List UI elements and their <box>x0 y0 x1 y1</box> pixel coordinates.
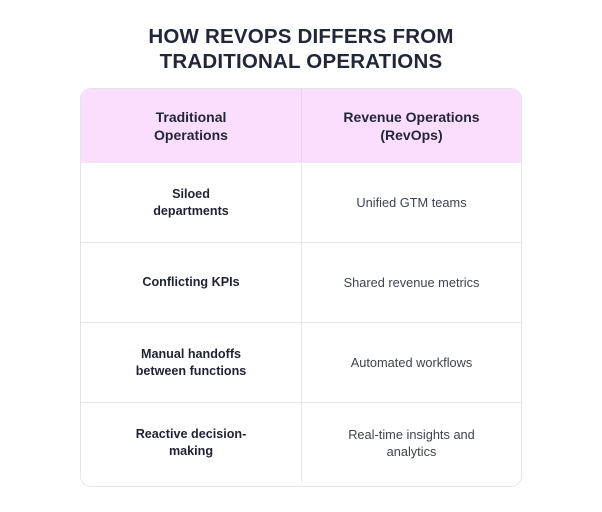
table-cell-revops: Unified GTM teams <box>302 163 521 242</box>
table-header-traditional-line-1: Traditional <box>155 108 227 125</box>
table-cell-traditional-text: Manual handoffs between functions <box>136 346 247 380</box>
table-cell-traditional-line-2: making <box>168 444 214 458</box>
table-header-revops-line-1: Revenue Operations <box>343 108 480 125</box>
table-cell-revops-text: Shared revenue metrics <box>344 274 480 291</box>
table-cell-traditional: Reactive decision- making <box>81 403 302 483</box>
table-cell-traditional-line-2: between functions <box>135 363 247 378</box>
table-cell-revops-line-2: analytics <box>386 444 437 459</box>
table-cell-revops: Shared revenue metrics <box>302 243 521 322</box>
table-cell-traditional-text: Siloed departments <box>153 186 229 220</box>
table-row: Reactive decision- making Real-time insi… <box>81 402 521 483</box>
table-cell-traditional-line-1: Conflicting KPIs <box>142 275 240 289</box>
table-row: Siloed departments Unified GTM teams <box>81 162 521 242</box>
table-header-label-traditional: Traditional Operations <box>154 108 228 144</box>
page-title: HOW REVOPS DIFFERS FROM TRADITIONAL OPER… <box>0 24 602 74</box>
table-cell-traditional-line-2: departments <box>153 203 229 218</box>
table-cell-revops-line-1: Shared revenue metrics <box>343 275 480 290</box>
table-cell-traditional-line-1: Siloed <box>172 186 210 201</box>
table-header-cell-revops: Revenue Operations (RevOps) <box>302 89 521 162</box>
table-header-row: Traditional Operations Revenue Operation… <box>81 89 521 162</box>
table-cell-revops-text: Real-time insights and analytics <box>348 426 475 460</box>
table-cell-traditional: Conflicting KPIs <box>81 243 302 322</box>
table-cell-revops: Real-time insights and analytics <box>302 403 521 483</box>
table-header-traditional-line-2: Operations <box>154 126 228 143</box>
table-cell-revops-line-1: Automated workflows <box>350 355 473 370</box>
table-header-label-revops: Revenue Operations (RevOps) <box>343 108 479 144</box>
table-cell-traditional-line-1: Reactive decision- <box>135 427 247 441</box>
table-cell-traditional-text: Conflicting KPIs <box>142 274 239 291</box>
table-cell-revops-line-1: Unified GTM teams <box>356 195 467 210</box>
table-cell-revops: Automated workflows <box>302 323 521 402</box>
comparison-table: Traditional Operations Revenue Operation… <box>80 88 522 487</box>
table-cell-traditional-text: Reactive decision- making <box>136 426 247 460</box>
table-cell-traditional-line-1: Manual handoffs <box>140 346 242 361</box>
table-cell-traditional: Siloed departments <box>81 163 302 242</box>
page-title-line-1: HOW REVOPS DIFFERS FROM <box>148 25 454 48</box>
table-cell-revops-line-1: Real-time insights and <box>348 427 475 442</box>
table-row: Conflicting KPIs Shared revenue metrics <box>81 242 521 322</box>
table-cell-revops-text: Unified GTM teams <box>356 194 466 211</box>
table-header-revops-line-2: (RevOps) <box>380 126 443 143</box>
table-cell-traditional: Manual handoffs between functions <box>81 323 302 402</box>
table-row: Manual handoffs between functions Automa… <box>81 322 521 402</box>
page-title-line-2: TRADITIONAL OPERATIONS <box>159 50 443 73</box>
table-cell-revops-text: Automated workflows <box>351 354 473 371</box>
table-header-cell-traditional: Traditional Operations <box>81 89 302 162</box>
